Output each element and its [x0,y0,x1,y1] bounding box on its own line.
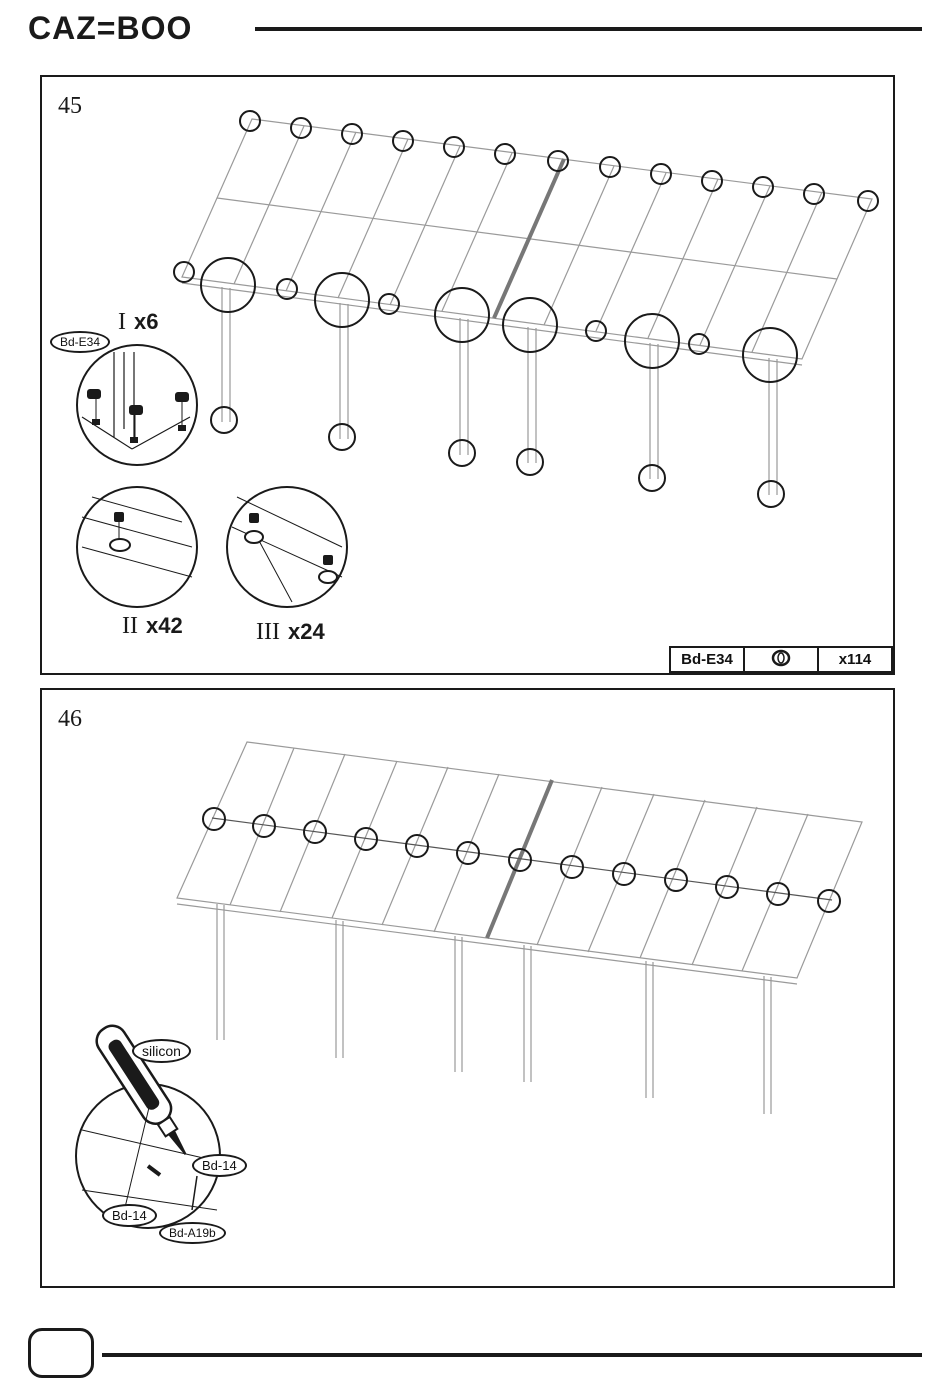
detail-label-ii: II x42 [122,613,183,640]
detail-roman: II [122,613,138,639]
silicon-callout: silicon [132,1039,191,1063]
footer-rule [102,1353,922,1357]
detail-label-iii: III x24 [256,619,325,646]
page-number-box [28,1328,94,1378]
brand-logo: CAZ=BOO [28,12,192,44]
detail-roman: III [256,619,280,645]
carport-roof-drawing-46 [42,690,893,1286]
step-45-panel: 45 [40,75,895,675]
bd-a19b-callout: Bd-A19b [159,1222,226,1244]
detail-qty: x24 [288,619,325,644]
parts-table-part: Bd-E34 [670,647,744,672]
detail-qty: x42 [146,613,183,638]
parts-table-qty: x114 [818,647,892,672]
detail-roman: I [118,309,126,335]
header-rule [255,27,922,31]
cap-icon [744,647,818,672]
carport-roof-drawing-45 [42,77,893,673]
parts-table: Bd-E34 x114 [669,646,893,673]
part-callout-bd-e34: Bd-E34 [50,331,110,353]
step-46-panel: 46 [40,688,895,1288]
bd-14-callout-right: Bd-14 [192,1154,247,1177]
bd-14-callout-left: Bd-14 [102,1204,157,1227]
detail-qty: x6 [134,309,158,334]
